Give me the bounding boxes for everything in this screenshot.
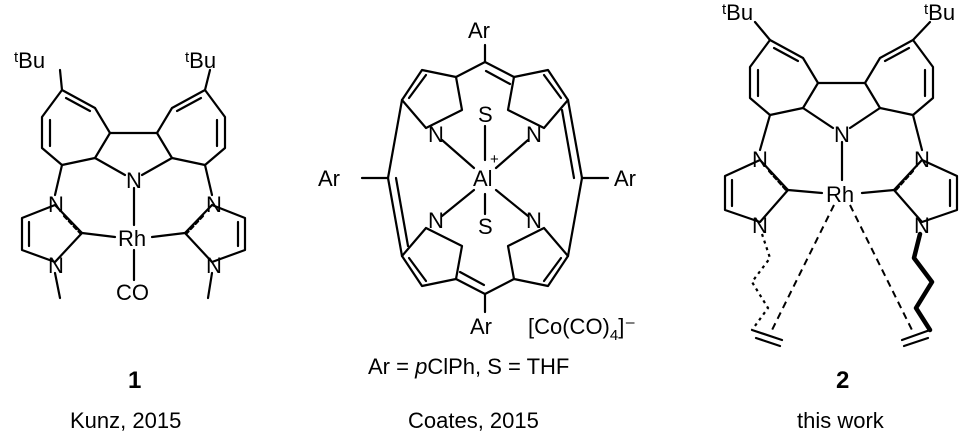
- imidazole-n-atom: N: [752, 147, 768, 172]
- porphyrin-n-atom: N: [428, 208, 444, 233]
- porphyrin-n-atom: N: [526, 208, 542, 233]
- imidazole-n-atom: N: [752, 213, 768, 238]
- aryl-substituent: Ar: [614, 166, 636, 191]
- imidazole-n-atom: N: [914, 213, 930, 238]
- imidazole-n-atom: N: [48, 192, 64, 217]
- imidazole-n-atom: N: [914, 147, 930, 172]
- porphyrin-n-atom: N: [526, 122, 542, 147]
- rhodium-atom: Rh: [118, 226, 146, 251]
- tbu-label: tBu: [185, 48, 216, 73]
- citation-caption: Coates, 2015: [408, 408, 539, 433]
- aryl-substituent: Ar: [470, 314, 492, 339]
- aryl-substituent: Ar: [318, 166, 340, 191]
- cobaltate-anion: [Co(CO)4]⁻: [528, 314, 636, 344]
- porphyrin-n-atom: N: [428, 122, 444, 147]
- tbu-label: tBu: [722, 0, 753, 25]
- imidazole-n-atom: N: [206, 192, 222, 217]
- compound-2-structure: [723, 20, 959, 348]
- compound-2-labels: tBu tBu N N N N N Rh 2 this work: [722, 0, 955, 433]
- rhodium-atom: Rh: [826, 182, 854, 207]
- solvent-ligand: S: [478, 102, 493, 127]
- solvent-ligand: S: [478, 214, 493, 239]
- citation-caption: Kunz, 2015: [70, 408, 181, 433]
- aluminum-atom: Al: [473, 166, 493, 191]
- carbazole-n-atom: N: [834, 122, 850, 147]
- carbazole-n-atom: N: [126, 168, 142, 193]
- coates-labels: Ar Ar Ar Ar N N N N S S Al + [Co(CO)4]⁻ …: [318, 18, 636, 433]
- substituent-legend: Ar = pClPh, S = THF: [368, 354, 569, 379]
- compound-1-labels: tBu tBu N N N N N Rh CO 1 Kunz, 2015: [14, 48, 222, 433]
- compound-number: 1: [128, 367, 141, 394]
- aryl-substituent: Ar: [468, 18, 490, 43]
- compound-number: 2: [836, 367, 849, 394]
- tbu-label: tBu: [14, 48, 45, 73]
- citation-caption: this work: [797, 408, 885, 433]
- cation-charge: +: [490, 151, 499, 168]
- imidazole-n-atom: N: [206, 253, 222, 278]
- imidazole-n-atom: N: [48, 253, 64, 278]
- carbonyl-ligand: CO: [116, 280, 149, 305]
- coates-structure: [360, 43, 610, 314]
- tbu-label: tBu: [924, 0, 955, 25]
- compound-1-structure: [20, 68, 247, 300]
